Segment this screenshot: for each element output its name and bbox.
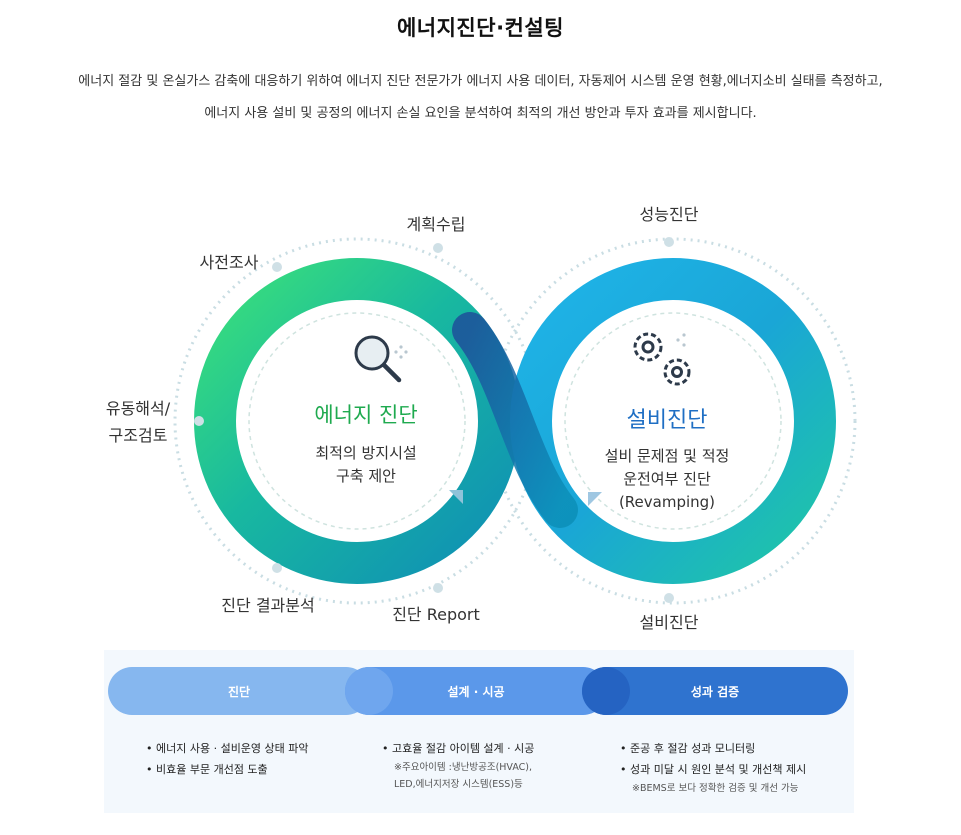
list-item: • 비효율 부문 개선점 도출 bbox=[146, 763, 268, 776]
left-ring bbox=[194, 258, 520, 584]
list-item: • 준공 후 절감 성과 모니터링 bbox=[620, 742, 756, 755]
gears-icon bbox=[633, 332, 691, 386]
note-line: ※BEMS로 보다 정확한 검증 및 개선 가능 bbox=[632, 783, 799, 794]
note-line: ※주요아이템 :냉난방공조(HVAC), bbox=[394, 762, 533, 773]
list-item: • 고효율 절감 아이템 설계 · 시공 bbox=[382, 742, 535, 755]
left-orbit bbox=[173, 237, 541, 605]
page-title: 에너지진단·컨설팅 bbox=[396, 16, 565, 40]
left-loop-subtitle-2: 구축 제안 bbox=[336, 467, 396, 485]
orbit-dots bbox=[194, 237, 674, 603]
right-loop-subtitle-1: 설비 문제점 및 적정 bbox=[605, 447, 730, 465]
description-line-2: 에너지 사용 설비 및 공정의 에너지 손실 요인을 분석하여 최적의 개선 방… bbox=[204, 106, 757, 121]
stage-overlap-1 bbox=[345, 667, 393, 715]
step-planning: 계획수립 bbox=[407, 215, 466, 234]
stage-design-details: • 고효율 절감 아이템 설계 · 시공 ※주요아이템 :냉난방공조(HVAC)… bbox=[382, 738, 534, 793]
left-loop-subtitle-1: 최적의 방지시설 bbox=[315, 444, 416, 462]
list-item: • 에너지 사용 · 설비운영 상태 파악 bbox=[146, 742, 309, 755]
step-equipment: 설비진단 bbox=[640, 613, 699, 632]
stage-diagnosis-label: 진단 bbox=[227, 684, 251, 699]
right-orbit bbox=[489, 237, 857, 605]
description-line-1: 에너지 절감 및 온실가스 감축에 대응하기 위하여 에너지 진단 전문가가 에… bbox=[78, 74, 883, 89]
right-ring bbox=[510, 258, 836, 584]
step-report: 진단 Report bbox=[392, 605, 480, 624]
left-loop-title: 에너지 진단 bbox=[314, 403, 417, 427]
note-line: LED,에너지저장 시스템(ESS)등 bbox=[394, 779, 523, 790]
step-performance: 성능진단 bbox=[640, 205, 699, 224]
ring-crossing bbox=[452, 312, 578, 528]
left-arrow-icon bbox=[449, 490, 463, 504]
left-inner-dash bbox=[248, 312, 466, 530]
stage-overlap-2 bbox=[582, 667, 630, 715]
step-flow-analysis-1: 유동해석/ bbox=[106, 399, 171, 418]
right-loop-title: 설비진단 bbox=[627, 408, 708, 433]
magnifier-icon bbox=[354, 335, 408, 383]
stage-verification-bar: 성과 검증 bbox=[582, 667, 848, 715]
right-inner-disc bbox=[553, 301, 793, 541]
stage-design-label: 설계 · 시공 bbox=[447, 684, 505, 699]
stage-diagnosis-details: • 에너지 사용 · 설비운영 상태 파악 • 비효율 부문 개선점 도출 bbox=[146, 738, 309, 780]
right-arrow-icon bbox=[588, 492, 602, 506]
right-loop-subtitle-3: (Revamping) bbox=[619, 493, 715, 511]
step-result-analysis: 진단 결과분석 bbox=[221, 596, 314, 615]
stage-verification-details: • 준공 후 절감 성과 모니터링 • 성과 미달 시 원인 분석 및 개선책 … bbox=[620, 738, 806, 797]
list-item: • 성과 미달 시 원인 분석 및 개선책 제시 bbox=[620, 763, 807, 776]
left-inner-disc bbox=[237, 301, 477, 541]
stage-design-bar: 설계 · 시공 bbox=[345, 667, 607, 715]
right-loop-subtitle-2: 운전여부 진단 bbox=[623, 470, 711, 488]
step-flow-analysis-2: 구조검토 bbox=[109, 426, 168, 445]
stage-diagnosis-bar: 진단 bbox=[108, 667, 370, 715]
stage-verification-label: 성과 검증 bbox=[690, 684, 740, 699]
right-inner-dash bbox=[564, 312, 782, 530]
step-pre-survey: 사전조사 bbox=[200, 253, 259, 272]
